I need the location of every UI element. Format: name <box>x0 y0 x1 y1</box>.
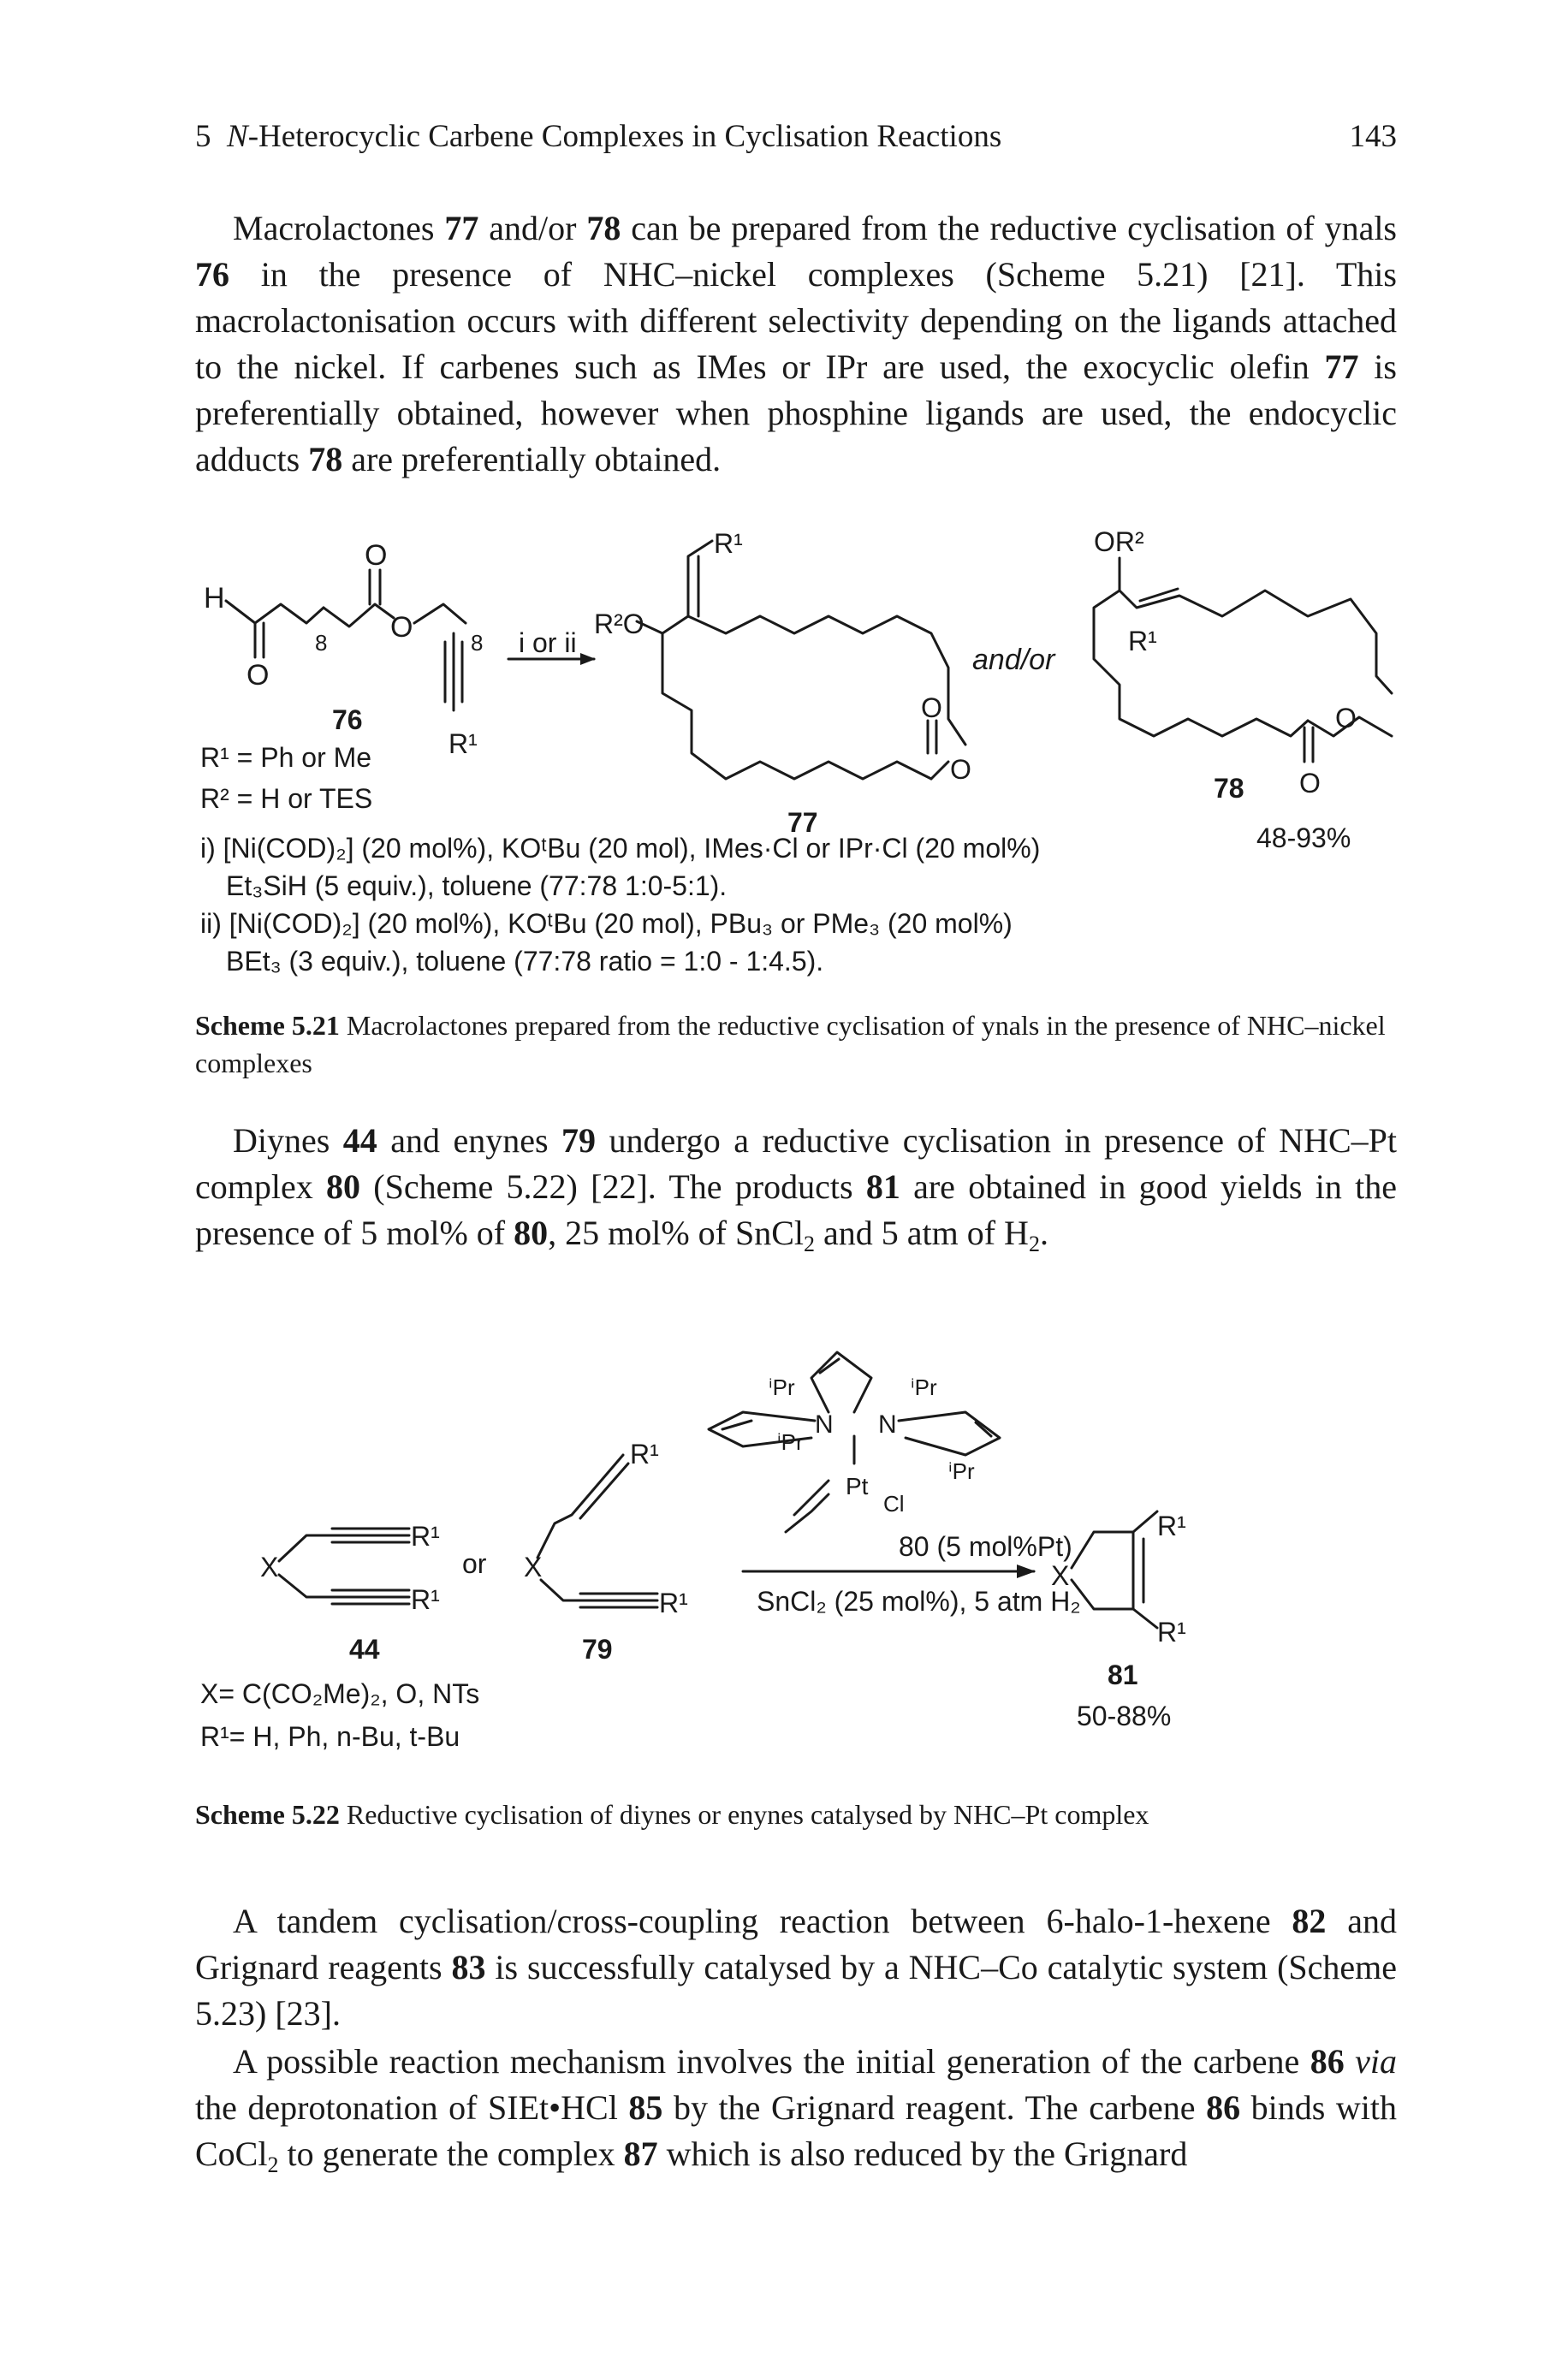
svg-text:SnCl₂ (25 mol%), 5 atm H₂: SnCl₂ (25 mol%), 5 atm H₂ <box>757 1586 1081 1617</box>
svg-text:N: N <box>878 1410 897 1439</box>
svg-text:R¹ = Ph or Me: R¹ = Ph or Me <box>200 742 371 773</box>
svg-text:O: O <box>390 611 413 644</box>
svg-text:R¹: R¹ <box>411 1584 440 1615</box>
svg-text:44: 44 <box>349 1634 380 1665</box>
svg-text:R¹: R¹ <box>448 728 478 759</box>
svg-text:ⁱPr: ⁱPr <box>911 1375 937 1400</box>
scheme-5-22: X R¹ R¹ 44 or X R¹ R¹ 79 X= C(CO₂Me)₂, O… <box>200 1351 1186 1752</box>
svg-text:ⁱPr: ⁱPr <box>948 1458 975 1484</box>
svg-text:N: N <box>815 1410 834 1439</box>
paragraph-mechanism: A possible reaction mechanism involves t… <box>195 2042 1398 2177</box>
x-definition: X= C(CO₂Me)₂, O, NTs <box>200 1678 479 1709</box>
svg-text:8: 8 <box>471 630 483 656</box>
chapter-title: 5 N-Heterocyclic Carbene Complexes in Cy… <box>195 119 1002 154</box>
svg-text:81: 81 <box>1108 1660 1138 1690</box>
reaction-arrow-1: i or ii <box>507 627 596 665</box>
paragraph-tandem-cyclisation: A tandem cyclisation/cross-coupling reac… <box>195 1902 1398 2033</box>
svg-text:i or ii: i or ii <box>519 627 577 658</box>
svg-text:OR²: OR² <box>1094 526 1144 557</box>
svg-text:X: X <box>260 1552 278 1582</box>
svg-text:R¹: R¹ <box>659 1588 688 1618</box>
conditions-i-line1: i) [Ni(COD)₂] (20 mol%), KOᵗBu (20 mol),… <box>200 833 1040 864</box>
r1-definition: R¹= H, Ph, n-Bu, t-Bu <box>200 1721 460 1752</box>
page-number: 143 <box>1349 119 1398 154</box>
enyne-79-structure: X R¹ R¹ 79 <box>524 1439 688 1665</box>
svg-text:X: X <box>1051 1560 1069 1591</box>
svg-text:ⁱPr: ⁱPr <box>769 1375 795 1400</box>
svg-text:ⁱPr: ⁱPr <box>777 1429 804 1455</box>
ynal-76-structure: H O 8 O O 8 R¹ 76 R¹ = Ph or Me R² = H o… <box>200 539 483 814</box>
svg-text:76: 76 <box>332 704 363 735</box>
svg-text:O: O <box>365 539 387 572</box>
svg-text:8: 8 <box>315 630 327 656</box>
macrolactone-77-structure: R²O R¹ O O 77 <box>594 528 971 838</box>
reaction-arrow-2: SnCl₂ (25 mol%), 5 atm H₂ <box>741 1565 1081 1617</box>
svg-text:O: O <box>921 692 942 723</box>
svg-text:O: O <box>246 659 269 692</box>
svg-text:R¹: R¹ <box>411 1521 440 1552</box>
svg-text:77: 77 <box>787 807 818 838</box>
svg-text:R¹: R¹ <box>1157 1511 1186 1541</box>
svg-text:R¹: R¹ <box>630 1439 659 1470</box>
svg-text:80 (5 mol%Pt): 80 (5 mol%Pt) <box>899 1531 1072 1562</box>
conditions-i-line2: Et₃SiH (5 equiv.), toluene (77:78 1:0-5:… <box>226 870 727 901</box>
product-81-structure: X R¹ R¹ 81 50-88% <box>1051 1510 1186 1731</box>
svg-text:78: 78 <box>1214 773 1244 804</box>
paragraph-macrolactones: Macrolactones 77 and/or 78 can be prepar… <box>195 209 1397 478</box>
paragraph-diynes: Diynes 44 and enynes 79 undergo a reduct… <box>195 1121 1397 1256</box>
conditions-ii-line2: BEt₃ (3 equiv.), toluene (77:78 ratio = … <box>226 946 823 977</box>
svg-text:X: X <box>524 1552 542 1582</box>
svg-text:R¹: R¹ <box>1128 626 1157 656</box>
svg-text:Pt: Pt <box>846 1473 869 1499</box>
svg-text:R² = H or TES: R² = H or TES <box>200 783 372 814</box>
svg-text:48-93%: 48-93% <box>1256 822 1351 853</box>
diyne-44-structure: X R¹ R¹ 44 <box>260 1521 440 1665</box>
svg-text:Cl: Cl <box>883 1491 905 1517</box>
caption-scheme-5-21: Scheme 5.21 Macrolactones prepared from … <box>195 1010 1386 1078</box>
conditions-ii-line1: ii) [Ni(COD)₂] (20 mol%), KOᵗBu (20 mol)… <box>200 908 1013 939</box>
svg-text:O: O <box>950 754 971 785</box>
svg-text:O: O <box>1335 703 1357 733</box>
svg-text:50-88%: 50-88% <box>1077 1701 1171 1731</box>
macrolactone-78-structure: OR² R¹ O O 78 48-93% <box>1092 526 1393 853</box>
nhc-pt-complex-80: N N ⁱPr ⁱPr ⁱPr ⁱPr Pt Cl 80 (5 mol%Pt) <box>707 1351 1072 1562</box>
svg-text:R²O: R²O <box>594 609 644 639</box>
svg-text:O: O <box>1299 768 1321 799</box>
and-or-label: and/or <box>972 644 1056 676</box>
svg-text:R¹: R¹ <box>714 528 743 559</box>
svg-text:79: 79 <box>582 1634 613 1665</box>
svg-text:R¹: R¹ <box>1157 1617 1186 1648</box>
or-label: or <box>462 1548 487 1579</box>
scheme-5-21: H O 8 O O 8 R¹ 76 R¹ = Ph or Me R² = H o… <box>200 526 1393 977</box>
svg-text:H: H <box>204 582 225 615</box>
caption-scheme-5-22: Scheme 5.22 Reductive cyclisation of diy… <box>195 1799 1149 1830</box>
